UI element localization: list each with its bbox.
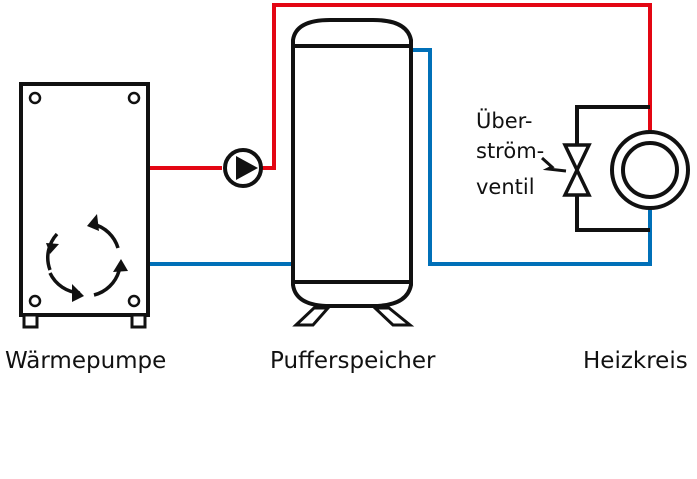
bolt-icon bbox=[28, 294, 42, 308]
supply-pipe bbox=[148, 3, 652, 170]
bolt-icon bbox=[127, 294, 141, 308]
bolt-icon bbox=[28, 91, 42, 105]
buffer-tank bbox=[291, 18, 415, 327]
heat-pump-label: Wärmepumpe bbox=[5, 348, 166, 374]
heating-circuit-icon bbox=[610, 130, 690, 210]
tank-foot-left bbox=[292, 306, 332, 327]
valve-label-line3: ventil bbox=[476, 175, 535, 199]
tank-foot-right bbox=[371, 306, 415, 327]
buffer-tank-label: Pufferspeicher bbox=[270, 348, 436, 374]
return-pipe-heating bbox=[409, 48, 652, 266]
heat-pump bbox=[19, 82, 150, 329]
bolt-icon bbox=[127, 91, 141, 105]
bypass-loop bbox=[575, 105, 650, 232]
heating-circuit-label: Heizkreis bbox=[583, 348, 688, 374]
overflow-valve-icon bbox=[540, 143, 592, 197]
circulation-pump-icon bbox=[223, 148, 263, 188]
valve-label-line2: ström- bbox=[476, 139, 544, 163]
valve-label-line1: Über- bbox=[476, 108, 533, 133]
